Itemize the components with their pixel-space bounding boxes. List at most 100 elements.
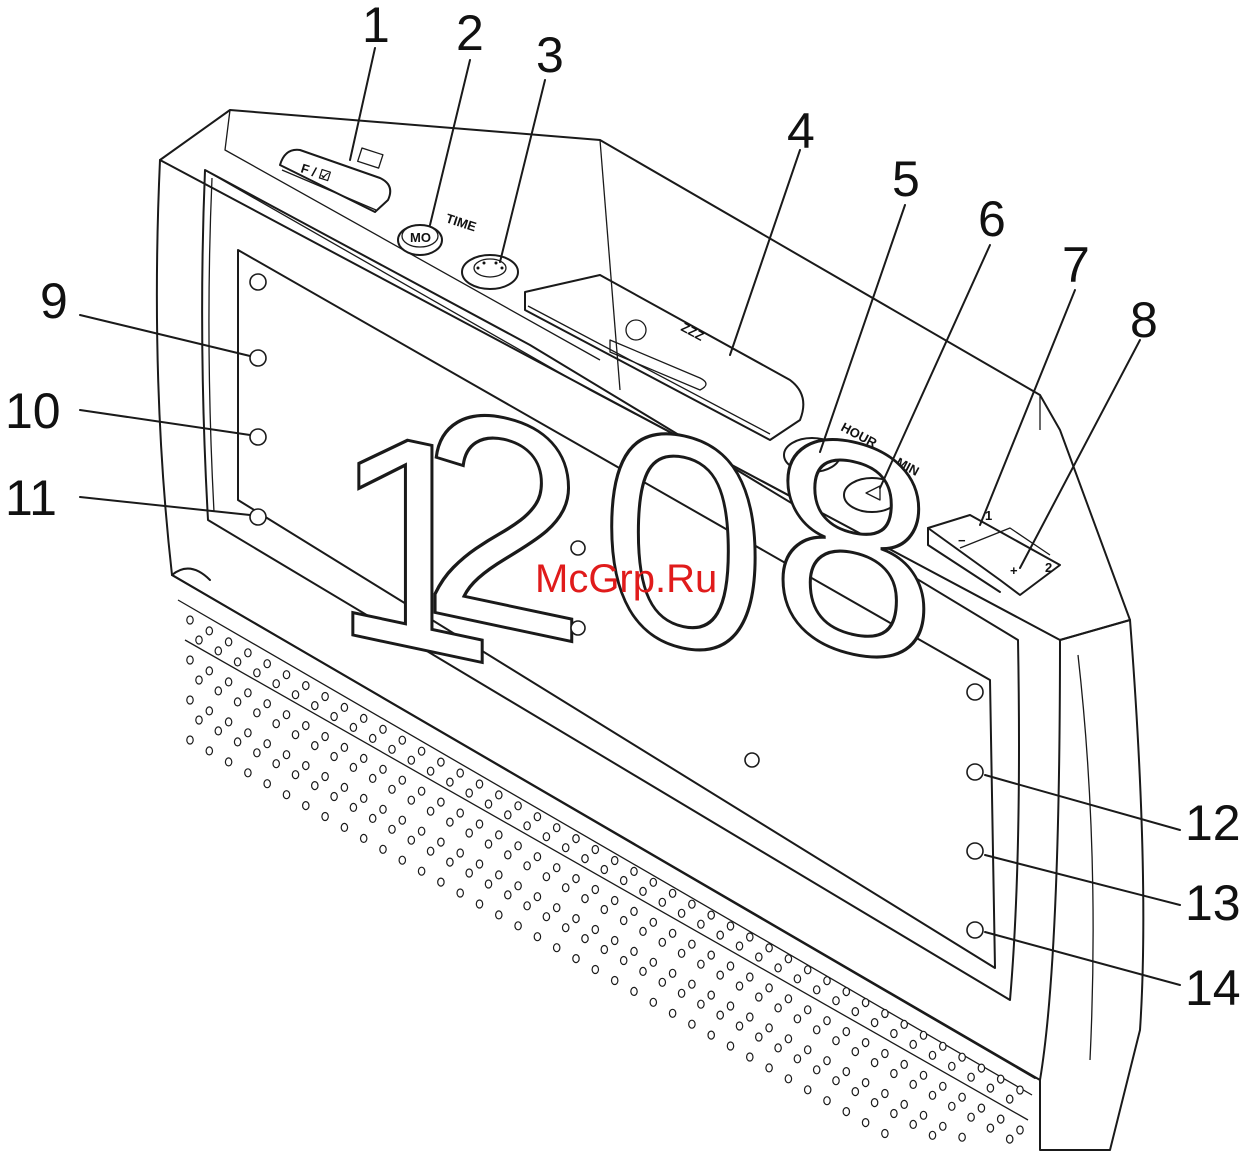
speaker-hole	[814, 1026, 820, 1034]
speaker-hole	[485, 840, 491, 848]
time-button[interactable]: MO TIME	[398, 211, 479, 255]
fm-switch-label: F / ☑	[299, 161, 333, 185]
speaker-hole	[273, 720, 279, 728]
speaker-hole	[292, 771, 298, 779]
speaker-hole	[496, 911, 502, 919]
speaker-hole	[380, 805, 386, 813]
speaker-hole	[727, 922, 733, 930]
speaker-hole	[505, 891, 511, 899]
speaker-hole	[273, 760, 279, 768]
speaker-hole	[882, 1050, 888, 1058]
speaker-hole	[678, 989, 684, 997]
speaker-hole	[592, 846, 598, 854]
speaker-hole	[554, 944, 560, 952]
speaker-hole	[852, 1008, 858, 1016]
speaker-hole	[322, 733, 328, 741]
speaker-hole	[785, 955, 791, 963]
light-button[interactable]	[462, 255, 518, 289]
speaker-hole	[747, 933, 753, 941]
speaker-hole	[882, 1010, 888, 1018]
callout-6: 6	[978, 191, 1006, 247]
speaker-hole	[592, 966, 598, 974]
speaker-hole	[389, 745, 395, 753]
speaker-hole	[370, 814, 376, 822]
speaker-hole	[438, 838, 444, 846]
indicator-14	[967, 922, 983, 938]
speaker-hole	[794, 975, 800, 983]
speaker-hole	[264, 740, 270, 748]
speaker-hole	[408, 796, 414, 804]
speaker-hole	[187, 616, 193, 624]
indicator-top-right	[967, 684, 983, 700]
speaker-hole	[215, 647, 221, 655]
speaker-hole	[524, 862, 530, 870]
speaker-hole	[505, 811, 511, 819]
speaker-hole	[380, 765, 386, 773]
indicator-13	[967, 843, 983, 859]
speaker-hole	[215, 727, 221, 735]
speaker-hole	[303, 682, 309, 690]
speaker-hole	[515, 842, 521, 850]
speaker-hole	[476, 780, 482, 788]
speaker-hole	[736, 982, 742, 990]
speaker-hole	[496, 871, 502, 879]
speaker-hole	[959, 1093, 965, 1101]
speaker-hole	[341, 743, 347, 751]
speaker-hole	[505, 851, 511, 859]
callout-2: 2	[456, 5, 484, 61]
callout-14: 14	[1185, 960, 1241, 1016]
colon-dot-top	[571, 541, 585, 555]
speaker-hole	[312, 702, 318, 710]
speaker-hole	[833, 997, 839, 1005]
fm-switch-button[interactable]: F / ☑	[280, 148, 390, 212]
callout-13: 13	[1185, 875, 1241, 931]
speaker-hole	[910, 1120, 916, 1128]
callout-10: 10	[5, 383, 61, 439]
speaker-hole	[659, 938, 665, 946]
speaker-hole	[920, 1111, 926, 1119]
speaker-hole	[929, 1051, 935, 1059]
speaker-hole	[264, 700, 270, 708]
indicator-11	[250, 509, 266, 525]
speaker-hole	[1017, 1086, 1023, 1094]
speaker-hole	[206, 707, 212, 715]
speaker-hole	[650, 958, 656, 966]
speaker-hole	[891, 1070, 897, 1078]
speaker-hole	[678, 909, 684, 917]
speaker-hole	[824, 1097, 830, 1105]
speaker-hole	[573, 835, 579, 843]
speaker-hole	[254, 669, 260, 677]
speaker-hole	[592, 926, 598, 934]
speaker-hole	[554, 864, 560, 872]
speaker-hole	[427, 847, 433, 855]
speaker-hole	[187, 656, 193, 664]
speaker-hole	[303, 802, 309, 810]
speaker-hole	[476, 860, 482, 868]
speaker-hole	[621, 877, 627, 885]
speaker-hole	[929, 1131, 935, 1139]
speaker-hole	[563, 884, 569, 892]
speaker-hole	[515, 802, 521, 810]
speaker-hole	[312, 782, 318, 790]
speaker-hole	[843, 1108, 849, 1116]
speaker-hole	[264, 660, 270, 668]
speaker-hole	[987, 1124, 993, 1132]
speaker-hole	[196, 636, 202, 644]
speaker-hole	[601, 866, 607, 874]
speaker-hole	[582, 895, 588, 903]
speaker-hole	[380, 845, 386, 853]
speaker-hole	[187, 736, 193, 744]
display: 1 2 0 8	[330, 338, 937, 767]
callout-12: 12	[1185, 795, 1241, 851]
speaker-hole	[756, 993, 762, 1001]
speaker-hole	[234, 698, 240, 706]
speaker-hole	[631, 907, 637, 915]
speaker-hole	[708, 991, 714, 999]
speaker-hole	[717, 931, 723, 939]
speaker-hole	[862, 1119, 868, 1127]
speaker-hole	[998, 1115, 1004, 1123]
speaker-hole	[418, 747, 424, 755]
alarm-rocker[interactable]: − + 1 2	[928, 508, 1060, 595]
callout-8: 8	[1130, 292, 1158, 348]
speaker-hole	[206, 667, 212, 675]
